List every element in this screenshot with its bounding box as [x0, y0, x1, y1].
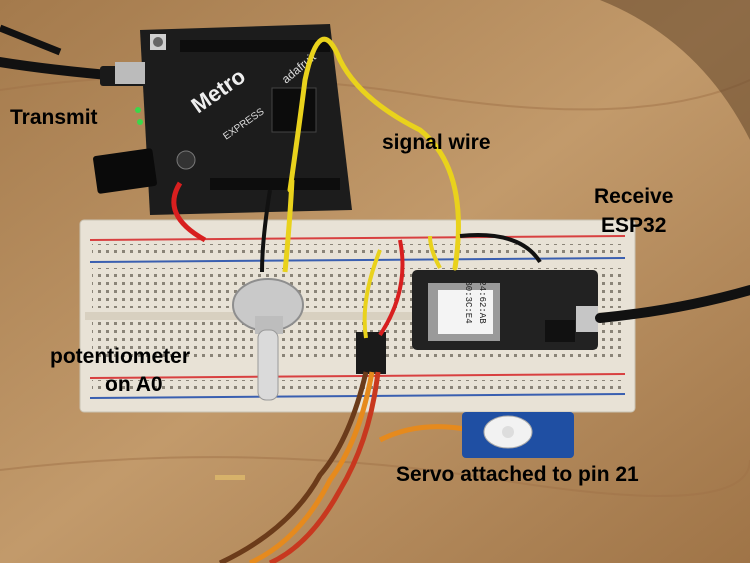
servo-motor [462, 412, 574, 458]
potentiometer-pin-label: on A0 [105, 373, 163, 396]
esp32-label: ESP32 [601, 214, 667, 237]
servo-label: Servo attached to pin 21 [396, 463, 639, 486]
chip-label-line2: 24:62:AB [477, 280, 487, 324]
metro-express-board: Metro adafruit EXPRESS [93, 24, 352, 215]
feather-esp32-board: B0:3C:E4 24:62:AB [412, 270, 598, 350]
potentiometer-label: potentiometer [50, 345, 191, 368]
usb-cable-right [595, 285, 750, 323]
signal-wire-label: signal wire [382, 131, 491, 154]
signal-wire [287, 36, 461, 271]
receive-label: Receive [594, 185, 674, 208]
chip-label-line1: B0:3C:E4 [463, 280, 473, 323]
servo-connector [356, 332, 386, 374]
potentiometer [232, 278, 304, 401]
transmit-label: Transmit [10, 106, 98, 129]
